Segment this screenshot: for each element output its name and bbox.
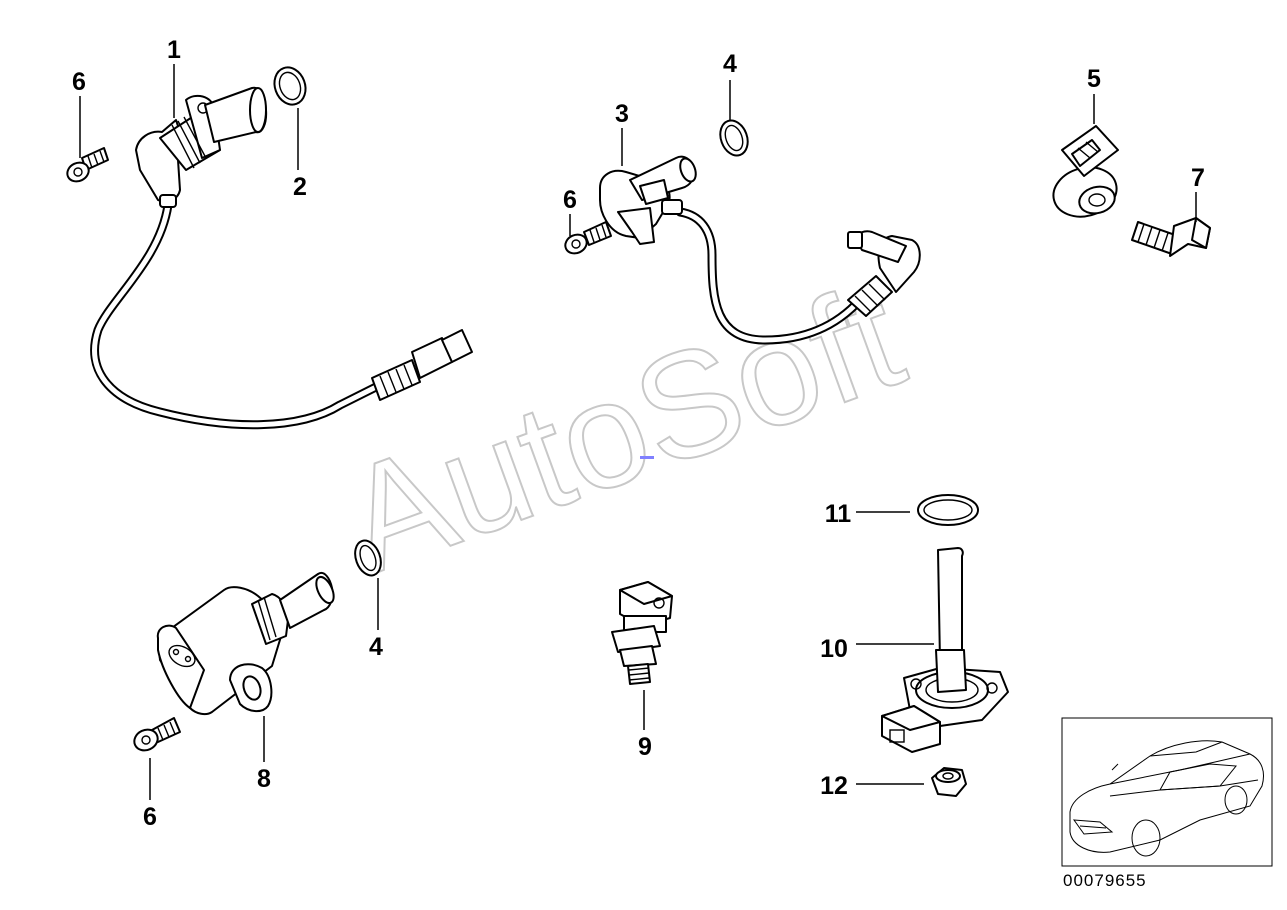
part-9-sender[interactable] [611, 581, 673, 685]
callout-5: 5 [1087, 65, 1101, 93]
part-8-sensor[interactable] [156, 572, 337, 716]
part-3-camshaft-sensor[interactable] [599, 155, 921, 345]
callout-10: 10 [820, 635, 848, 663]
part-4-o-ring-top[interactable] [716, 117, 753, 160]
part-2-o-ring[interactable] [269, 63, 310, 109]
part-5-knock-sensor[interactable] [1048, 125, 1122, 223]
callout-3: 3 [615, 100, 629, 128]
callout-2: 2 [293, 173, 307, 201]
part-7-bolt[interactable] [1131, 217, 1211, 257]
part-10-oil-level-sensor[interactable] [881, 547, 1009, 753]
callout-12: 12 [820, 772, 848, 800]
part-6-screw-bottom-left[interactable] [131, 717, 181, 754]
callout-4-lower: 4 [369, 633, 383, 661]
callout-4-top: 4 [723, 50, 737, 78]
callout-1: 1 [167, 36, 181, 64]
callout-6-middle: 6 [563, 186, 577, 214]
leader-lines [79, 64, 1197, 800]
part-6-screw-middle[interactable] [562, 221, 612, 257]
part-12-nut[interactable] [931, 767, 967, 797]
center-marker [640, 456, 654, 459]
part-11-o-ring[interactable] [917, 494, 979, 526]
part-4-o-ring-lower[interactable] [351, 537, 386, 579]
callout-8: 8 [257, 765, 271, 793]
callout-9: 9 [638, 733, 652, 761]
vehicle-thumbnail [1061, 717, 1273, 867]
drawing-number: 00079655 [1063, 871, 1147, 890]
callout-7: 7 [1191, 164, 1205, 192]
callouts: 1 2 6 3 4 6 5 7 4 8 6 9 11 10 12 [72, 36, 1205, 831]
callout-6-bottom-left: 6 [143, 803, 157, 831]
watermark-text: AutoSoft [323, 250, 921, 605]
callout-11: 11 [825, 500, 852, 528]
part-1-crankshaft-sensor[interactable] [90, 86, 473, 430]
callout-6-top-left: 6 [72, 68, 86, 96]
part-6-screw-top-left[interactable] [64, 147, 109, 185]
